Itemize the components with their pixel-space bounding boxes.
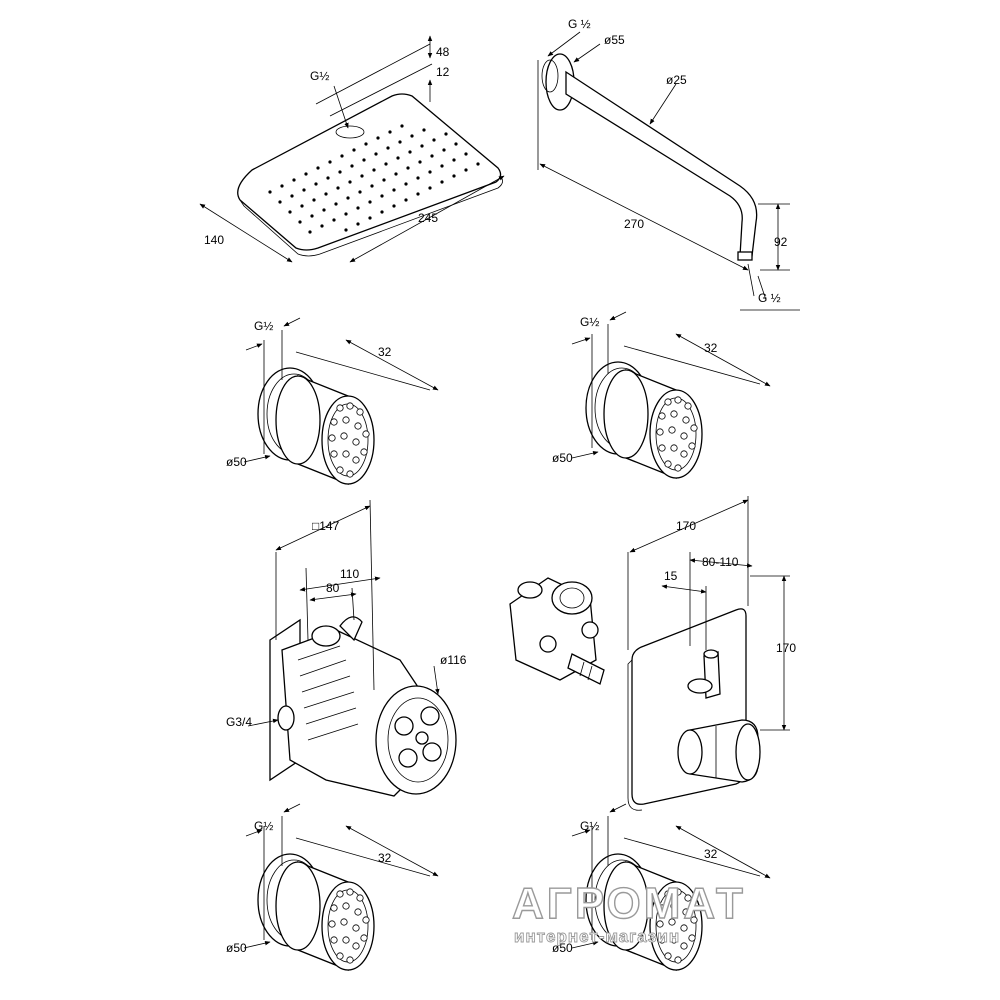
valve-insert-drawing bbox=[509, 577, 605, 685]
trim-projection-label: 80-110 bbox=[702, 555, 739, 569]
mixer-body-drawing: □147 110 80 ø116 G3/4 bbox=[226, 499, 467, 797]
mixer-diameter-label: ø116 bbox=[440, 653, 467, 667]
shower-head-thread-label: G½ bbox=[310, 69, 329, 83]
jet-1-diameter-label: ø50 bbox=[226, 455, 247, 469]
jet-3-depth-label: 32 bbox=[378, 851, 392, 865]
jet-2-depth-label: 32 bbox=[704, 341, 718, 355]
watermark-brand: АГРОМАТ bbox=[512, 879, 746, 928]
jet-4-thread-label: G½ bbox=[580, 819, 599, 833]
trim-offset-label: 15 bbox=[664, 569, 678, 583]
trim-height-label: 170 bbox=[776, 641, 796, 655]
mixer-depth-min-label: 80 bbox=[326, 581, 340, 595]
shower-head-plate bbox=[237, 93, 502, 251]
shower-head-plate-label: 12 bbox=[436, 65, 450, 79]
arm-tube-label: ø25 bbox=[666, 73, 687, 87]
arm-thread-out-label: G ½ bbox=[758, 291, 781, 305]
body-jet-bottom-left: G½ 32 ø50 bbox=[226, 803, 439, 971]
body-jet-bottom-right: G½ 32 ø50 bbox=[552, 803, 771, 971]
arm-length-label: 270 bbox=[624, 217, 644, 231]
jet-3-diameter-label: ø50 bbox=[226, 941, 247, 955]
jet-4-depth-label: 32 bbox=[704, 847, 718, 861]
jet-1-thread-label: G½ bbox=[254, 319, 273, 333]
mixer-connection-label: G3/4 bbox=[226, 715, 252, 729]
shower-head-length-label: 245 bbox=[418, 211, 438, 225]
body-jet-top-right: G½ 32 ø50 bbox=[552, 311, 771, 479]
trim-plate-drawing: 170 80-110 15 170 bbox=[627, 496, 796, 811]
mixer-box-label: □147 bbox=[312, 519, 340, 533]
mixer-valve-top bbox=[311, 625, 341, 647]
jet-1-depth-label: 32 bbox=[378, 345, 392, 359]
trim-width-label: 170 bbox=[676, 519, 696, 533]
mixer-depth-max-label: 110 bbox=[340, 567, 359, 581]
shower-arm-drawing: G ½ ø55 ø25 270 92 G ½ bbox=[537, 17, 800, 311]
shower-head-drawing: 48 12 G½ 140 245 bbox=[199, 35, 505, 263]
jet-3-thread-label: G½ bbox=[254, 819, 273, 833]
jet-2-thread-label: G½ bbox=[580, 315, 599, 329]
shower-head-width-label: 140 bbox=[204, 233, 224, 247]
jet-4-diameter-label: ø50 bbox=[552, 941, 573, 955]
body-jet-top-left: G½ 32 ø50 bbox=[226, 317, 439, 485]
arm-rosette-label: ø55 bbox=[604, 33, 625, 47]
arm-drop-label: 92 bbox=[774, 235, 788, 249]
shower-head-height-label: 48 bbox=[436, 45, 450, 59]
watermark: АГРОМАТ интернет-магазин bbox=[511, 878, 746, 946]
arm-thread-wall-label: G ½ bbox=[568, 17, 591, 31]
jet-2-diameter-label: ø50 bbox=[552, 451, 573, 465]
arm-tube bbox=[565, 70, 758, 257]
watermark-tagline: интернет-магазин bbox=[514, 927, 680, 946]
mixer-inlet bbox=[277, 705, 295, 731]
